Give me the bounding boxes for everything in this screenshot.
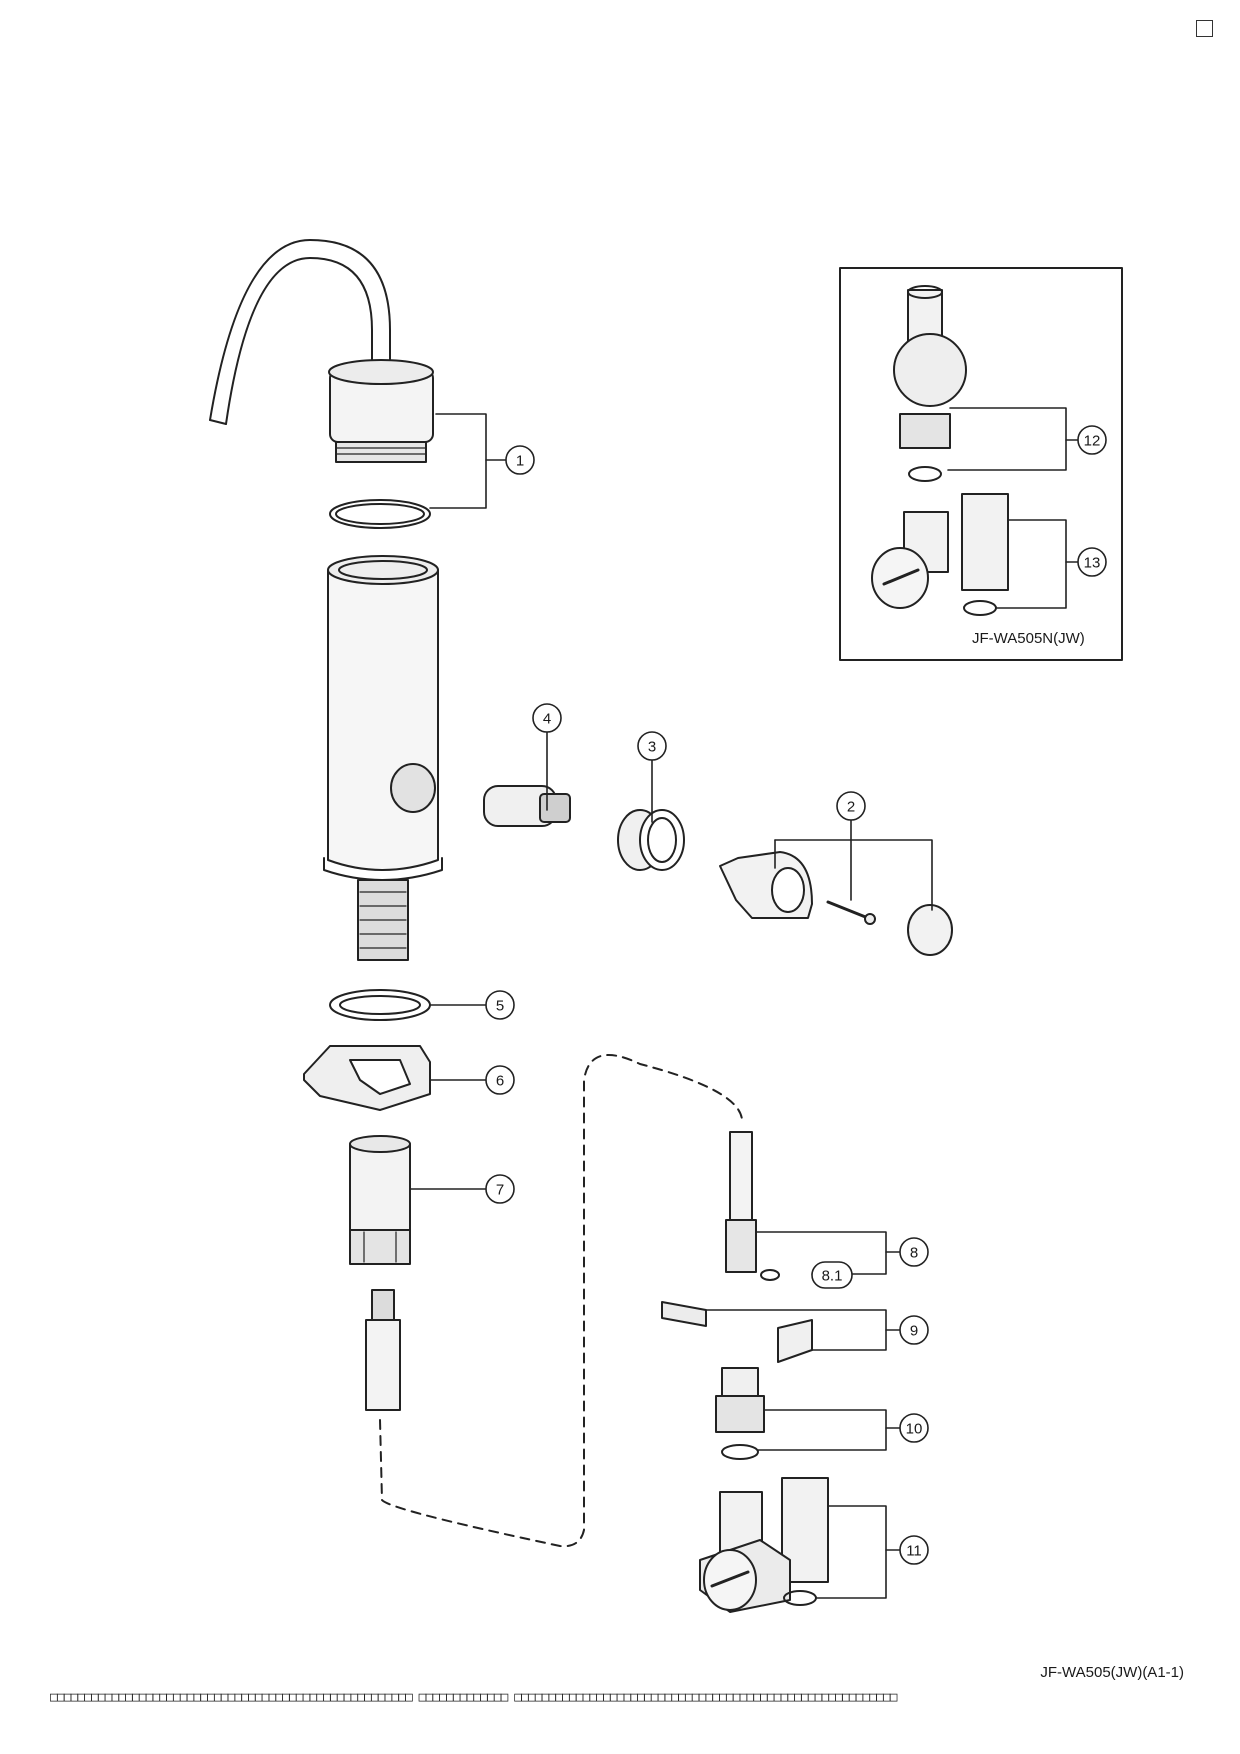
callout-11 bbox=[899, 1535, 929, 1565]
washer-5 bbox=[329, 989, 431, 1021]
nut-part bbox=[617, 809, 685, 871]
callout-8 bbox=[899, 1237, 929, 1267]
callout-2 bbox=[836, 791, 866, 821]
callout-11-label: 11 bbox=[906, 1543, 922, 1560]
callout-2-label: 2 bbox=[847, 799, 855, 816]
callout-1 bbox=[505, 445, 535, 475]
shank-part bbox=[349, 1135, 411, 1265]
cartridge-part bbox=[483, 785, 571, 827]
spout-part bbox=[209, 239, 434, 529]
handle-part bbox=[719, 851, 953, 956]
callout-1-label: 1 bbox=[516, 453, 524, 470]
footer-model-code: JF-WA505(JW)(A1-1) bbox=[1040, 1664, 1184, 1681]
callout-5-label: 5 bbox=[496, 998, 504, 1015]
callout-4-label: 4 bbox=[543, 711, 551, 728]
callout-9 bbox=[899, 1315, 929, 1345]
callout-10 bbox=[899, 1413, 929, 1443]
callout-4 bbox=[532, 703, 562, 733]
locknut-part bbox=[303, 1045, 431, 1111]
callout-13-label: 13 bbox=[1084, 555, 1101, 572]
hose-dashed bbox=[379, 1054, 743, 1548]
callout-7 bbox=[485, 1174, 515, 1204]
callout-3 bbox=[637, 731, 667, 761]
hose-fitting bbox=[365, 1289, 401, 1411]
inset-valve-12 bbox=[893, 285, 967, 482]
callout-7-label: 7 bbox=[496, 1182, 504, 1199]
inset-frame bbox=[839, 267, 1123, 661]
callout-6 bbox=[485, 1065, 515, 1095]
callout-10-label: 10 bbox=[906, 1421, 923, 1438]
callout-5 bbox=[485, 990, 515, 1020]
callout-9-label: 9 bbox=[910, 1323, 918, 1340]
inset-valve-13 bbox=[871, 493, 1009, 616]
corner-checkbox bbox=[1196, 20, 1213, 37]
callout-13 bbox=[1077, 547, 1107, 577]
footer-text-strip: □□□□□□□□□□□□□□□□□□□□□□□□□□□□□□□□□□□□□□□□… bbox=[50, 1690, 898, 1705]
body-cylinder bbox=[323, 555, 443, 961]
callout-3-label: 3 bbox=[648, 739, 656, 756]
callout-6-label: 6 bbox=[496, 1073, 504, 1090]
callout-12 bbox=[1077, 425, 1107, 455]
callout-12-label: 12 bbox=[1084, 433, 1101, 450]
outlet-tube bbox=[725, 1131, 780, 1281]
union-part bbox=[715, 1367, 765, 1460]
callout-8-1-label: 8.1 bbox=[822, 1268, 843, 1285]
branch-valve bbox=[699, 1477, 829, 1613]
clip-part bbox=[661, 1301, 813, 1363]
inset-model-label: JF-WA505N(JW) bbox=[972, 630, 1085, 647]
callout-8-1 bbox=[811, 1261, 853, 1289]
callout-8-label: 8 bbox=[910, 1245, 918, 1262]
